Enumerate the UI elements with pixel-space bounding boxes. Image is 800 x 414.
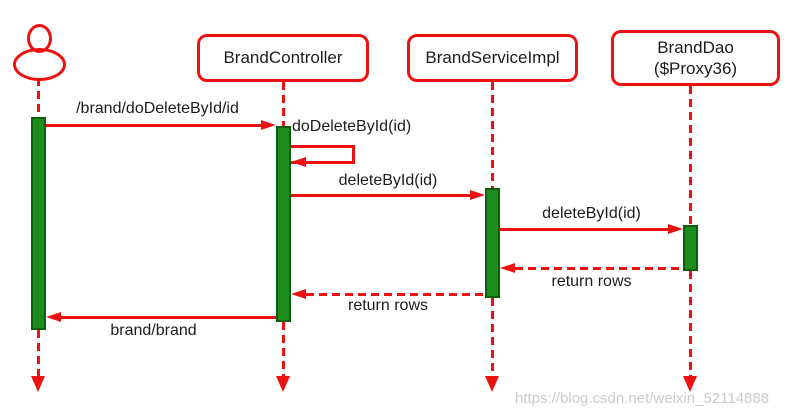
message-label-self-call: doDeleteById(id) [292, 118, 412, 135]
message-label-response: brand/brand [110, 322, 197, 339]
activation-bar-brandserviceimpl [485, 188, 500, 298]
message-line-request [46, 124, 263, 127]
lifeline-end-arrow-brandcontroller [276, 376, 290, 392]
message-self-loop [291, 145, 355, 164]
message-line-service-call [291, 194, 470, 197]
watermark-url: https://blog.csdn.net/weixin_52114888 [515, 390, 770, 407]
lifeline-actor-upper [37, 78, 40, 117]
lifeline-end-arrow-brandserviceimpl [485, 376, 499, 392]
lifeline-end-arrow-branddao [683, 376, 697, 392]
activation-bar-actor [31, 117, 46, 330]
lifeline-brandserviceimpl-upper [491, 82, 494, 188]
participant-box-branddao: BrandDao ($Proxy36) [611, 30, 780, 86]
lifeline-brandcontroller-lower [282, 322, 285, 378]
participant-label: BrandDao [657, 37, 734, 57]
message-arrowhead-response [46, 312, 61, 322]
lifeline-actor-lower [37, 330, 40, 378]
message-line-response [61, 316, 276, 319]
lifeline-branddao-lower [689, 271, 692, 378]
message-arrowhead-dao-call [668, 224, 683, 234]
message-label-service-call: deleteById(id) [338, 172, 438, 189]
message-line-dao-call [500, 228, 668, 231]
message-arrowhead-request [261, 120, 276, 130]
message-label-request: /brand/doDeleteById/id [76, 100, 239, 117]
actor-body-icon [13, 48, 66, 81]
message-arrowhead-service-call [470, 190, 485, 200]
message-line-service-return [306, 293, 485, 296]
activation-bar-branddao [683, 225, 698, 271]
activation-bar-brandcontroller [276, 126, 291, 322]
lifeline-branddao-upper [689, 86, 692, 225]
message-arrowhead-service-return [291, 289, 306, 299]
message-line-dao-return [515, 267, 683, 270]
lifeline-end-arrow-actor [31, 376, 45, 392]
message-label-service-return: return rows [347, 297, 429, 314]
participant-box-brandcontroller: BrandController [197, 34, 369, 82]
participant-box-brandserviceimpl: BrandServiceImpl [407, 34, 578, 82]
message-label-dao-call: deleteById(id) [542, 205, 641, 222]
message-arrowhead-self-call [291, 157, 306, 167]
participant-label: BrandController [223, 48, 343, 68]
lifeline-brandcontroller-upper [282, 82, 285, 126]
participant-sublabel: ($Proxy36) [653, 59, 738, 78]
message-label-dao-return: return rows [551, 273, 632, 290]
message-arrowhead-dao-return [500, 263, 515, 273]
lifeline-brandserviceimpl-lower [491, 298, 494, 378]
participant-label: BrandServiceImpl [425, 48, 560, 68]
